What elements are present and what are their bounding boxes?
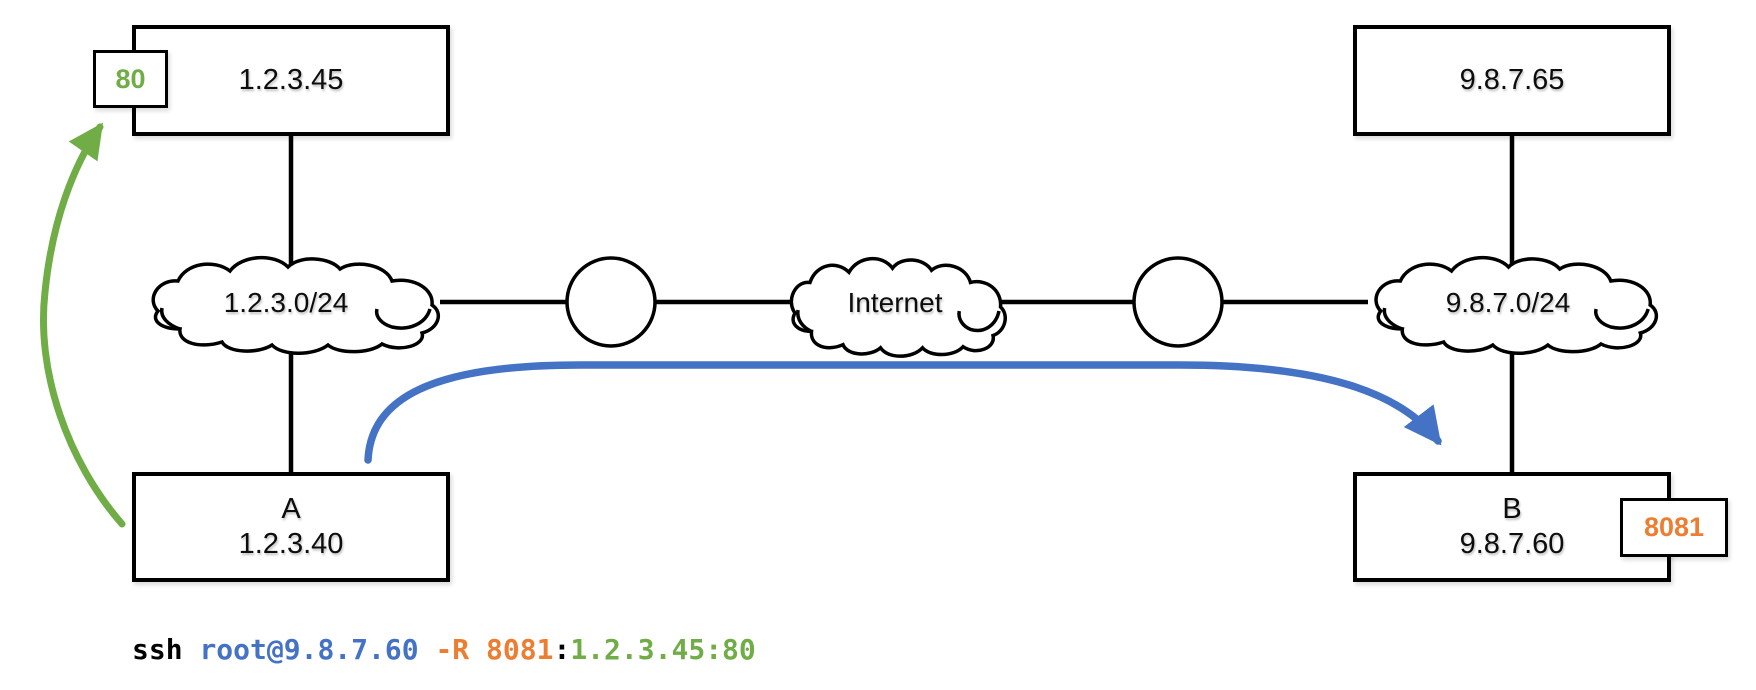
command-part-space — [419, 633, 436, 666]
blue-arrow — [364, 361, 1442, 464]
port-8081-badge: 8081 — [1620, 498, 1728, 557]
ssh-command: ssh root@9.8.7.60 -R 8081:1.2.3.45:80 — [132, 633, 756, 666]
command-part-colon: : — [553, 633, 571, 666]
port-80-label: 80 — [115, 63, 146, 94]
command-part-remote-port: 8081 — [486, 633, 554, 666]
remote-server-ip-label: 9.8.7.65 — [1459, 64, 1565, 96]
port-80-badge: 80 — [93, 50, 168, 108]
command-part-ssh: ssh — [132, 633, 183, 666]
router-circle-left — [565, 256, 657, 348]
command-part-space — [183, 633, 200, 666]
remote-server-box: 9.8.7.65 — [1353, 25, 1671, 136]
host-b-ip-label: 9.8.7.60 — [1459, 528, 1565, 560]
host-a-box: A 1.2.3.40 — [132, 472, 450, 582]
web-server-box: 1.2.3.45 — [132, 25, 450, 136]
right-network-label: 9.8.7.0/24 — [1445, 287, 1571, 318]
web-server-ip-label: 1.2.3.45 — [238, 64, 344, 96]
host-a-ip-label: 1.2.3.40 — [238, 528, 344, 560]
command-part-user-host: root@9.8.7.60 — [199, 633, 419, 666]
command-part-target: 1.2.3.45:80 — [570, 633, 756, 666]
host-b-box: B 9.8.7.60 — [1353, 472, 1671, 582]
host-a-name-label: A — [281, 493, 301, 525]
router-circle-right — [1132, 256, 1224, 348]
command-part-flag: -R — [435, 633, 470, 666]
left-network-label: 1.2.3.0/24 — [223, 287, 349, 318]
port-8081-label: 8081 — [1643, 512, 1705, 542]
host-b-name-label: B — [1502, 493, 1522, 525]
green-arrow — [39, 122, 126, 528]
internet-label: Internet — [847, 287, 943, 318]
command-part-space — [469, 633, 486, 666]
